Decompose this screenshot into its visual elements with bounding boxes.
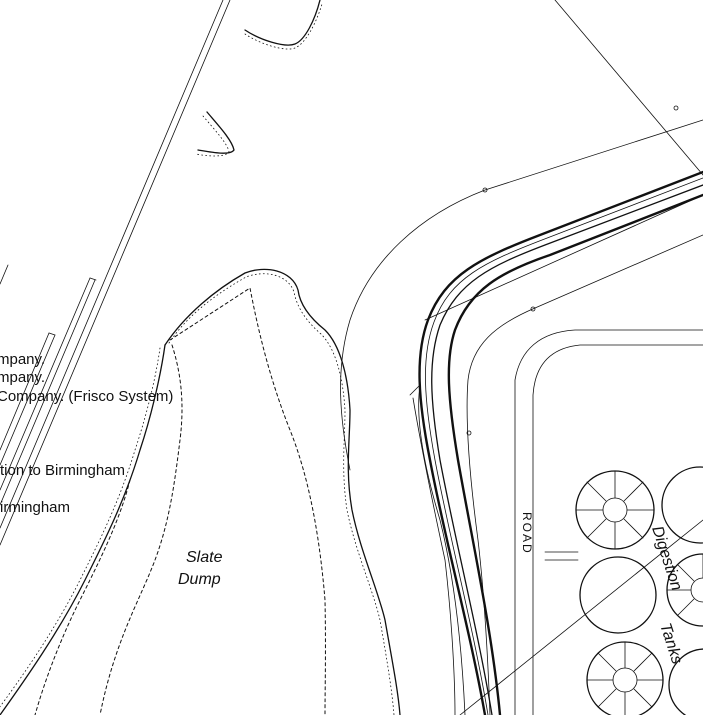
tank-5 [586, 641, 664, 715]
tank-connector [544, 551, 579, 561]
slate-dump-boundary [0, 268, 401, 715]
tank-2 [661, 466, 703, 544]
inner-road [466, 234, 703, 715]
railroad-tracks [0, 0, 231, 546]
embankment-upper [195, 0, 323, 157]
tank-1 [575, 470, 655, 550]
railroad-label-1: mpany. [0, 351, 45, 368]
railroad-label-5: irmingham [0, 499, 70, 516]
tank-6 [668, 648, 703, 715]
dump-label: Dump [178, 571, 221, 588]
railroad-label-3: Company. (Frisco System) [0, 388, 173, 405]
slate-label: Slate [186, 549, 223, 566]
railroad-label-4: tion to Birmingham [0, 462, 125, 479]
road-band [409, 170, 703, 715]
digestion-tanks [544, 466, 703, 715]
slate-dump-inner [34, 287, 326, 715]
tank-3 [579, 556, 657, 634]
plant-boundary-arc [340, 0, 703, 471]
labels: mpany. mpany. Company. (Frisco System) t… [0, 351, 685, 666]
railroad-label-2: mpany. [0, 369, 45, 386]
road-label: ROAD [520, 512, 534, 555]
survey-lines [459, 519, 703, 715]
tanks-label: Tanks [656, 621, 685, 666]
tank-4 [666, 553, 703, 627]
